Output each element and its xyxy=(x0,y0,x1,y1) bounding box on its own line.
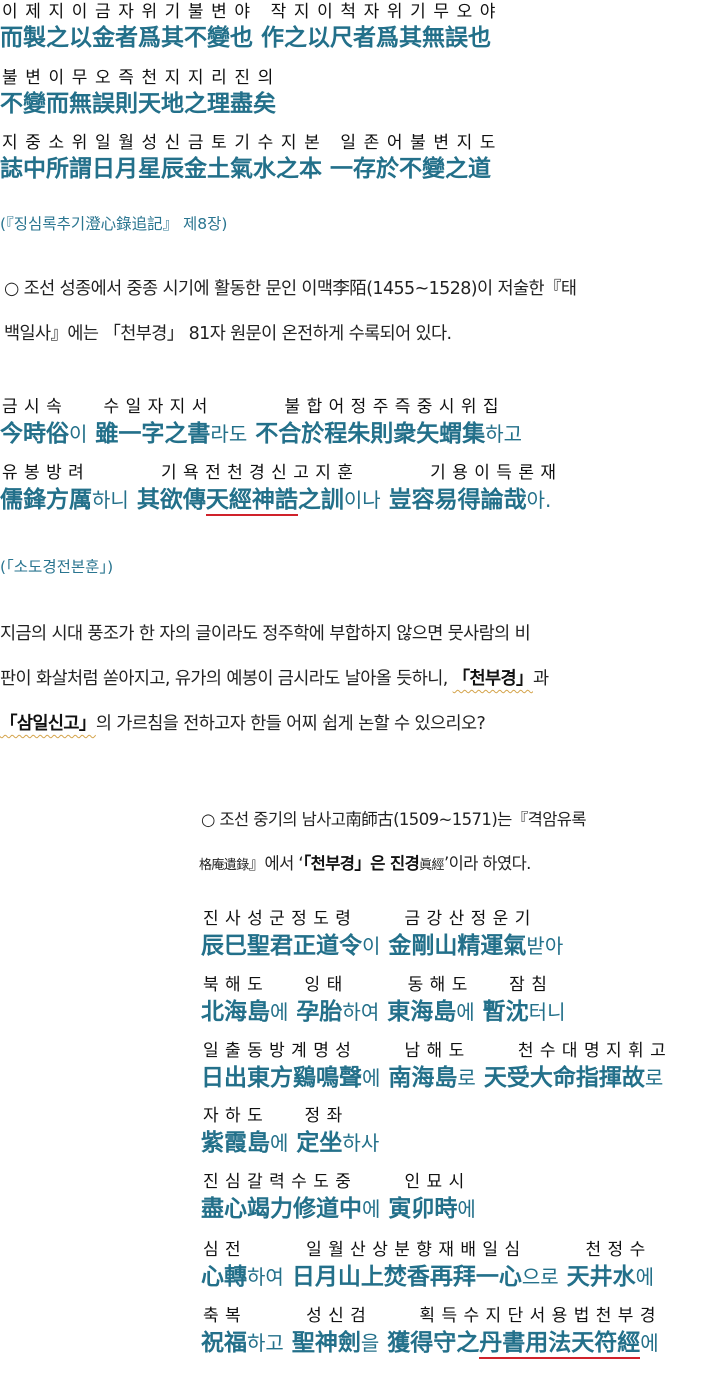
korean-particle: 이나 xyxy=(343,488,381,512)
hanja-line: 日出東方鷄鳴聲에 南海島로 天受大命指揮故로 xyxy=(201,1064,664,1091)
hanja-line: 北海島에 孕胎하여 東海島에 暫沈터니 xyxy=(201,998,566,1025)
paragraph-line: 지금의 시대 풍조가 한 자의 글이라도 정주학에 부합하지 않으면 뭇사람의 … xyxy=(0,624,531,644)
korean-particle: 이 xyxy=(69,422,88,446)
hanja-text: 其欲傳 xyxy=(136,486,206,513)
reading-line: 금시속 수일자지서 불합어정주즉중시위집 xyxy=(2,397,505,417)
korean-particle: 하고 xyxy=(485,422,523,446)
hanja-line: 辰巳聖君正道令이 金剛山精運氣받아 xyxy=(201,932,564,959)
hanja-line: 心轉하여 日月山上焚香再拜一心으로 天井水에 xyxy=(201,1263,655,1290)
source-citation: (「소도경전본훈」) xyxy=(0,558,114,576)
source-citation: (『징심록추기澄心錄追記』 제8장) xyxy=(0,215,228,233)
reading-line: 이제지이금자위기불변야 작지이척자위기무오야 xyxy=(2,2,504,22)
underlined-hanja: 丹書用法天符經 xyxy=(479,1329,641,1359)
reading-line: 자하도 정좌 xyxy=(203,1106,349,1126)
hanja-line: 祝福하고 聖神劍을 獲得守之丹書用法天符經에 xyxy=(201,1329,659,1359)
hanja-line: 不變而無誤則天地之理盡矣 xyxy=(0,90,276,117)
reading-line: 진심갈력수도중 인묘시 xyxy=(203,1172,471,1192)
hanja-text: 今時俗 xyxy=(0,420,69,447)
underlined-hanja: 天經神誥 xyxy=(205,486,298,516)
paragraph-line: 格庵遺錄』에서 ‘「천부경」은 진경眞經’이라 하였다. xyxy=(199,854,531,873)
paragraph-line: ○ 조선 성종에서 중종 시기에 활동한 문인 이맥李陌(1455~1528)이… xyxy=(4,279,577,299)
hanja-line: 誌中所謂日月星辰金土氣水之本 一存於不變之道 xyxy=(0,155,492,182)
reading-line: 일출동방계명성 남해도 천수대명지휘고 xyxy=(203,1041,673,1061)
hanja-line: 儒鋒方厲하니 其欲傳天經神誥之訓이나 豈容易得論哉아. xyxy=(0,486,552,516)
highlighted-term: 「삼일신고」 xyxy=(0,714,96,734)
hanja-line: 今時俗이 雖一字之書라도 不合於程朱則衆矢蝟集하고 xyxy=(0,420,522,448)
reading-line: 축복 성신검 획득수지단서용법천부경 xyxy=(203,1306,662,1326)
reading-line: 진사성군정도령 금강산정운기 xyxy=(203,909,537,929)
paragraph-line: 백일사』에는 「천부경」 81자 원문이 온전하게 수록되어 있다. xyxy=(4,324,452,344)
highlighted-term: 「천부경」 xyxy=(452,669,534,689)
reading-line: 유봉방려 기욕전천경신고지훈 기용이득론재 xyxy=(2,463,563,483)
paragraph-line: 판이 화살처럼 쏟아지고, 유가의 예봉이 금시라도 날아올 듯하니, 「천부경… xyxy=(0,669,549,689)
reading-line: 북해도 잉태 동해도 잠침 xyxy=(203,975,554,995)
reading-line: 불변이무오즉천지지리진의 xyxy=(2,68,281,88)
hanja-text: 豈容易得論哉 xyxy=(388,486,527,513)
hanja-line: 而製之以金者爲其不變也 作之以尺者爲其無誤也 xyxy=(0,24,492,51)
hanja-text: 之訓 xyxy=(297,486,344,513)
hanja-text: 儒鋒方厲 xyxy=(0,486,92,513)
hanja-text: 雖一字之書 xyxy=(95,420,211,447)
paragraph-line: 「삼일신고」의 가르침을 전하고자 한들 어찌 쉽게 논할 수 있으리오? xyxy=(0,714,486,734)
korean-particle: 아. xyxy=(526,488,552,512)
hanja-line: 紫霞島에 定坐하사 xyxy=(201,1129,380,1156)
paragraph-line: ○ 조선 중기의 남사고南師古(1509~1571)는『격암유록 xyxy=(201,810,587,829)
hanja-line: 盡心竭力修道中에 寅卯時에 xyxy=(201,1195,476,1222)
hanja-text: 不合於程朱則衆矢蝟集 xyxy=(255,420,486,447)
reading-line: 지중소위일월성신금토기수지본 일존어불변지도 xyxy=(2,133,504,153)
korean-particle: 라도 xyxy=(210,422,248,446)
reading-line: 심전 일월산상분향재배일심 천정수 xyxy=(203,1240,652,1260)
korean-particle: 하니 xyxy=(92,488,129,512)
